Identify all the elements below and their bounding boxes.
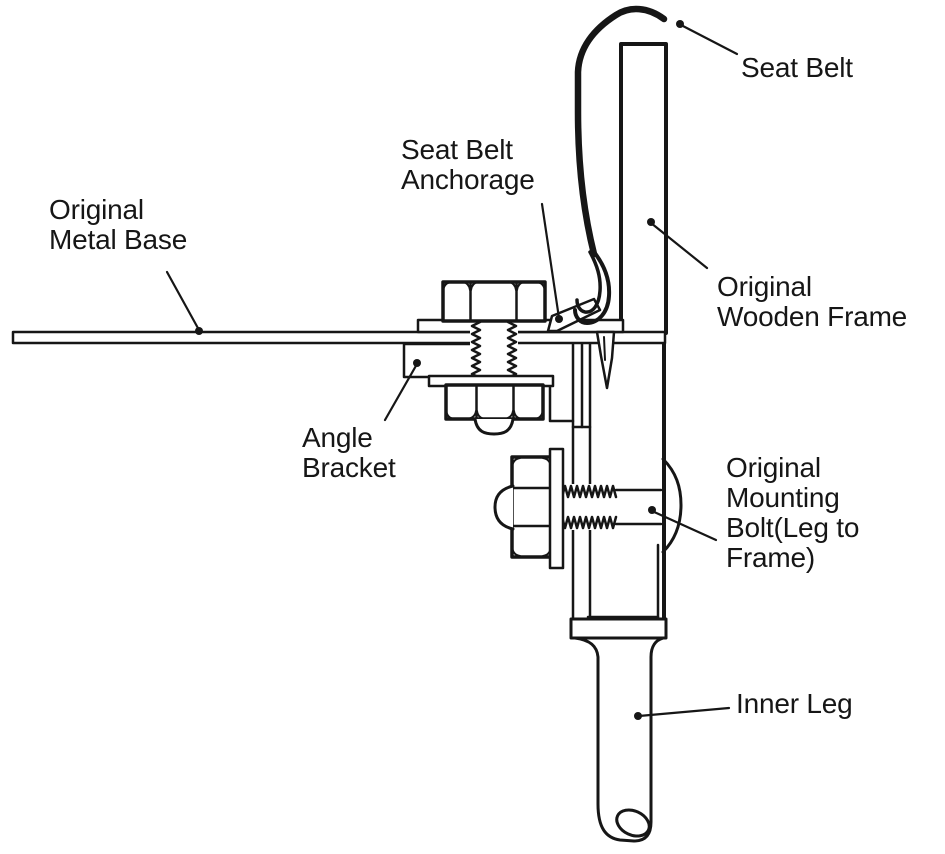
label-original-wooden-frame: Original Wooden Frame (717, 272, 907, 332)
label-mounting-bolt-line3: Bolt(Leg to (726, 512, 860, 543)
label-seat-belt: Seat Belt (741, 53, 853, 83)
label-mounting-bolt-line1: Original (726, 452, 821, 483)
leader-angle-bracket-line (383, 362, 419, 422)
inner-leg-tube (573, 636, 665, 843)
label-original-metal-base: Original Metal Base (49, 195, 187, 255)
leg-channel (548, 342, 660, 621)
label-inner-leg: Inner Leg (736, 689, 853, 719)
label-metal-base-line1: Original (49, 194, 144, 225)
leader-mounting-bolt-dot (648, 506, 656, 514)
leader-anchorage-dot (555, 315, 563, 323)
leader-dots (195, 20, 684, 720)
leader-seat-belt-line (679, 23, 739, 56)
leader-lines (165, 23, 739, 718)
label-angle-bracket: Angle Bracket (302, 423, 396, 483)
label-wooden-frame-line2: Wooden Frame (717, 301, 908, 332)
belt-tail-shape (595, 330, 616, 390)
leader-metal-base-line (165, 270, 201, 332)
label-anchorage-line1: Seat Belt (401, 134, 513, 165)
leader-wooden-frame-line (649, 221, 709, 270)
label-seat-belt-anchorage: Seat Belt Anchorage (401, 135, 535, 195)
wooden-frame-shape (619, 42, 668, 335)
label-angle-bracket-line1: Angle (302, 422, 373, 453)
leader-mounting-bolt-line (650, 509, 718, 542)
mounting-bolt-assembly (493, 447, 683, 570)
leader-inner-leg-line (637, 706, 731, 718)
label-inner-leg-line1: Inner Leg (736, 688, 853, 719)
leader-anchorage-line (540, 202, 561, 320)
seat-belt-strap (573, 5, 668, 325)
label-original-mounting-bolt: Original Mounting Bolt(Leg to Frame) (726, 453, 859, 573)
label-metal-base-line2: Metal Base (49, 224, 188, 255)
label-wooden-frame-line1: Original (717, 271, 812, 302)
metal-base-shape (11, 330, 667, 345)
leader-wooden-frame-dot (647, 218, 655, 226)
leader-inner-leg-dot (634, 712, 642, 720)
label-angle-bracket-line2: Bracket (302, 452, 396, 483)
leader-seat-belt-dot (676, 20, 684, 28)
leader-metal-base-dot (195, 327, 203, 335)
leg-channel-bottom (569, 617, 668, 640)
label-mounting-bolt-line2: Mounting (726, 482, 840, 513)
label-seat-belt-line1: Seat Belt (741, 52, 853, 83)
label-mounting-bolt-line4: Frame) (726, 542, 816, 573)
label-anchorage-line2: Anchorage (401, 164, 535, 195)
anchorage-bolt-assembly (427, 280, 555, 436)
leader-angle-bracket-dot (413, 359, 421, 367)
bolt-head-dome (661, 457, 683, 554)
